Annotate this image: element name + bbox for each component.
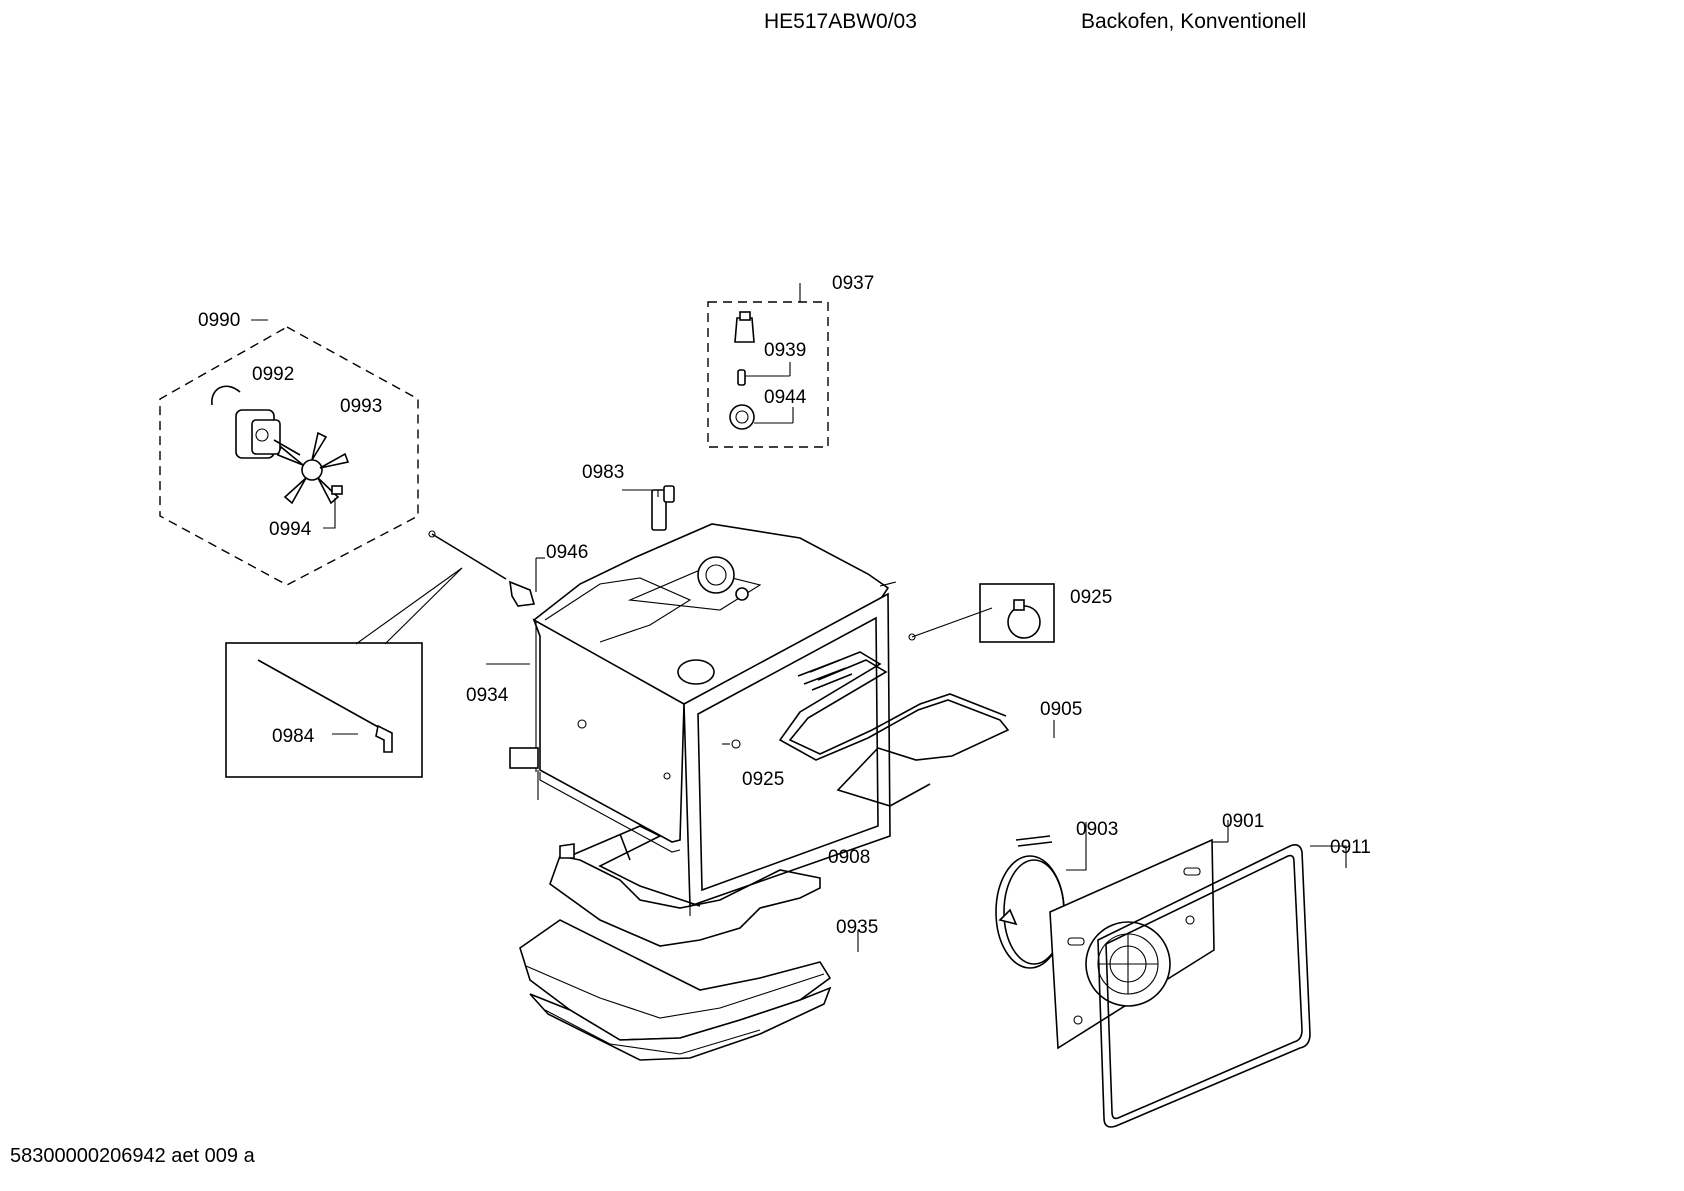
lamp-glass-detail-box (722, 583, 1055, 745)
part-label-0944: 0944 (764, 387, 807, 408)
lamp-cover-part (729, 404, 755, 430)
document-id: 58300000206942 aet 009 a (10, 1145, 255, 1167)
rear-panel-part (1049, 820, 1229, 1050)
part-label-0911: 0911 (1330, 837, 1371, 858)
part-label-0901: 0901 (1222, 811, 1264, 832)
part-label-0925-lower: 0925 (742, 769, 784, 790)
part-label-0993: 0993 (340, 396, 382, 417)
part-label-0984: 0984 (272, 726, 315, 747)
part-label-0994: 0994 (269, 519, 312, 540)
fan-motor-part (235, 409, 301, 459)
sensor-detail-box (225, 642, 423, 778)
diagram-title: Backofen, Konventionell (1081, 10, 1307, 33)
part-label-0946: 0946 (546, 542, 588, 563)
bottom-heater-part (549, 825, 821, 947)
bracket-part (622, 485, 675, 531)
part-label-0992: 0992 (252, 364, 294, 385)
insulation-part (519, 919, 832, 1061)
part-label-0939: 0939 (764, 340, 806, 361)
oven-cavity-part (486, 523, 897, 916)
temperature-sensor-part (355, 530, 545, 645)
part-label-0903: 0903 (1076, 819, 1118, 840)
part-label-0935: 0935 (836, 917, 878, 938)
lamp-bulb-part (737, 369, 746, 386)
fan-wheel-part (276, 431, 350, 505)
part-label-0905: 0905 (1040, 699, 1082, 720)
part-label-0934: 0934 (466, 685, 509, 706)
part-label-0937: 0937 (832, 273, 874, 294)
part-label-0925-upper: 0925 (1070, 587, 1112, 608)
part-label-0908: 0908 (828, 847, 870, 868)
door-gasket-part (1097, 844, 1347, 1128)
lamp-socket-part (734, 311, 755, 343)
motor-cable-part (211, 385, 241, 406)
model-number: HE517ABW0/03 (764, 10, 917, 33)
top-heater-part (778, 651, 1010, 807)
part-label-0983: 0983 (582, 462, 624, 483)
lamp-group (707, 283, 829, 448)
part-label-0990: 0990 (198, 310, 240, 331)
fan-motor-group (159, 319, 419, 586)
